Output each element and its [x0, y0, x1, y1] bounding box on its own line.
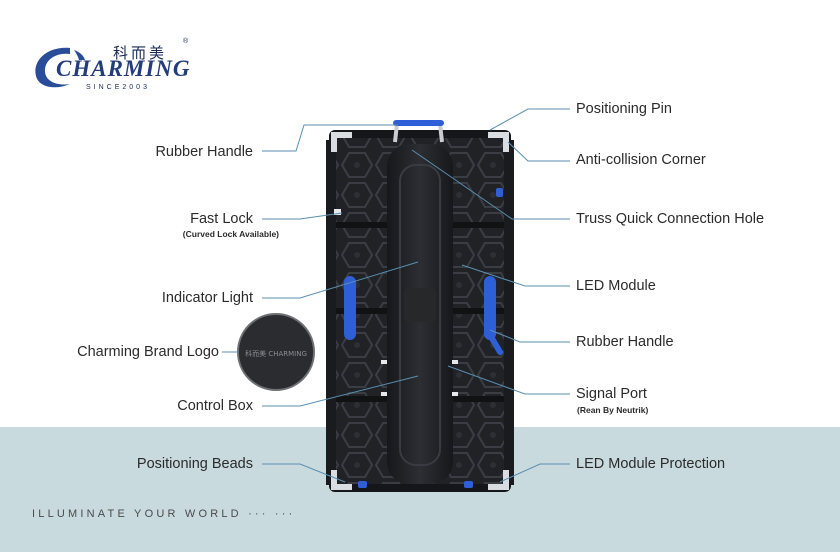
label-led-module: LED Module	[576, 278, 656, 294]
brand-since: SINCE2003	[86, 84, 150, 91]
label-positioning-beads: Positioning Beads	[136, 456, 253, 472]
label-signal-port: Signal Port	[576, 386, 647, 402]
label-charming-brand-logo: Charming Brand Logo	[77, 344, 219, 360]
brand-name-en: CHARMING	[56, 56, 191, 81]
label-rubber-handle-right: Rubber Handle	[576, 334, 674, 350]
fast-locks	[334, 209, 458, 396]
label-rubber-handle-left: Rubber Handle	[155, 144, 253, 160]
brand-logo: 科而美 ® CHARMING SINCE2003	[30, 36, 200, 96]
label-led-module-protection: LED Module Protection	[576, 456, 726, 472]
label-fast-lock: Fast Lock	[190, 211, 253, 227]
top-rubber-handle	[393, 120, 444, 143]
registered-mark: ®	[183, 38, 189, 45]
logo-swoosh-icon	[35, 47, 85, 88]
tagline: ILLUMINATE YOUR WORLD ··· ···	[32, 508, 296, 520]
leader-lines	[222, 108, 570, 483]
brand-logo-inset: 科而美 CHARMING	[237, 313, 315, 391]
left-side-handle	[344, 276, 356, 340]
label-indicator-light: Indicator Light	[161, 290, 253, 306]
label-positioning-pin: Positioning Pin	[576, 101, 672, 117]
positioning-beads	[358, 188, 503, 488]
label-control-box: Control Box	[177, 398, 253, 414]
inset-logo-text: 科而美 CHARMING	[245, 349, 307, 358]
label-signal-port-sub: (Rean By Neutrik)	[577, 405, 649, 415]
right-side-handle	[484, 276, 496, 340]
label-truss-quick-connection-hole: Truss Quick Connection Hole	[576, 211, 765, 227]
brand-name-cn: 科而美	[113, 44, 168, 62]
label-anti-collision-corner: Anti-collision Corner	[576, 152, 706, 168]
control-box	[387, 144, 453, 484]
label-fast-lock-sub: (Curved Lock Available)	[182, 229, 279, 239]
anti-collision-corners	[331, 132, 509, 490]
